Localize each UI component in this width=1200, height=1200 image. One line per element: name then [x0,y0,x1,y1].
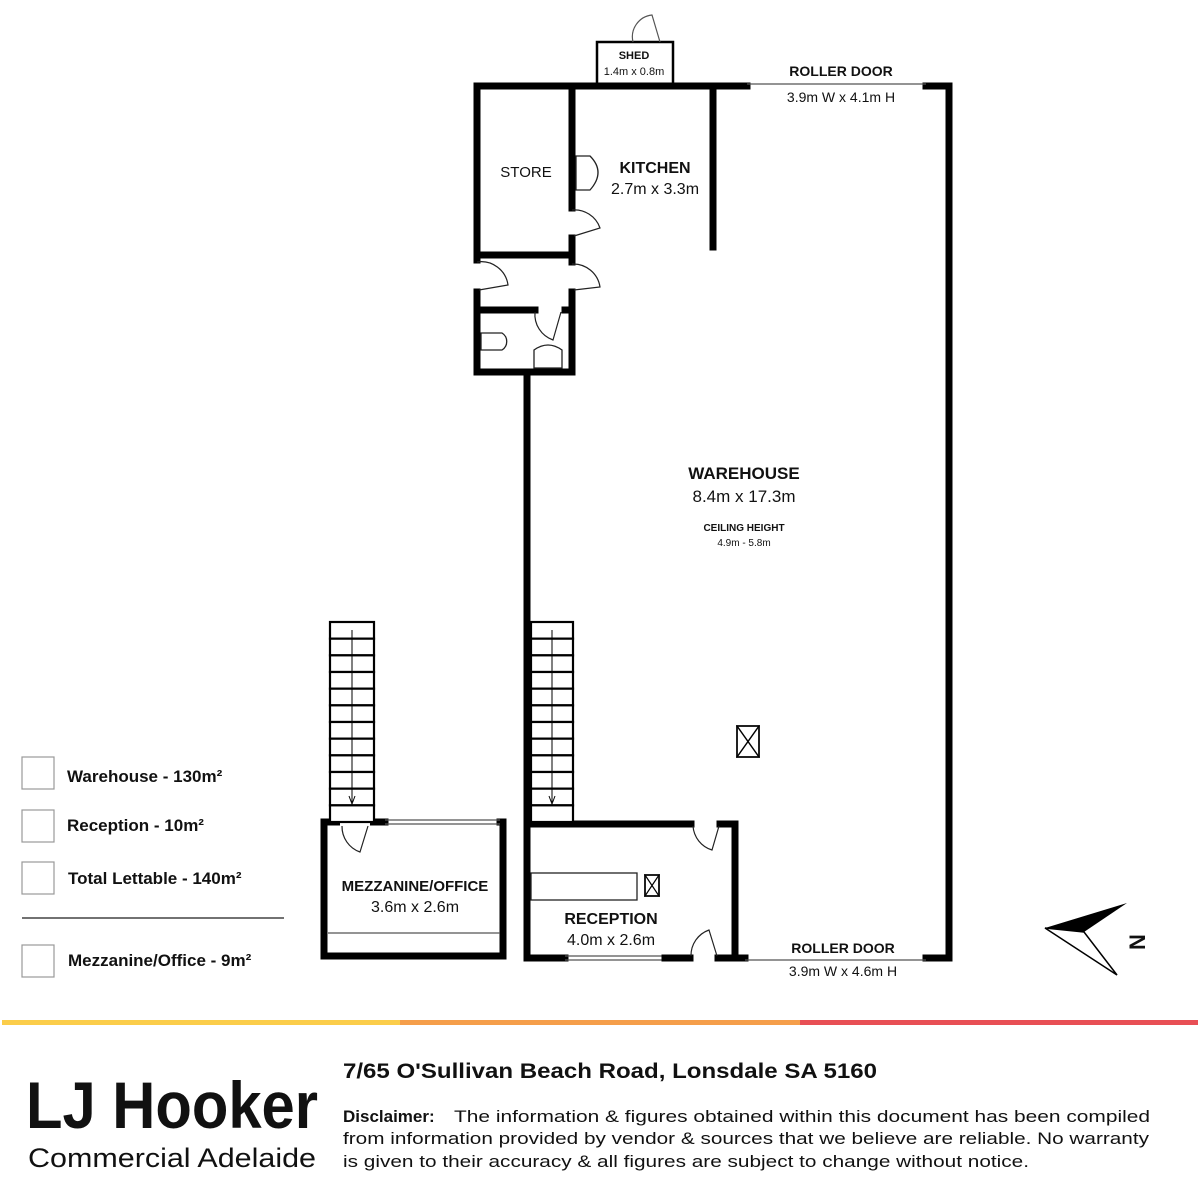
wc-hall-door-icon [476,261,509,291]
disclaimer-line: The information & figures obtained withi… [454,1107,1150,1126]
ceiling-height-value: 4.9m - 5.8m [717,538,770,549]
doors [341,209,720,957]
reception-label: RECEPTION [564,911,657,928]
wc-door-icon [534,311,562,341]
roller-door-top-label: ROLLER DOOR [789,63,892,79]
warehouse-void-icon [736,725,760,758]
stair-direction-arrow-icon [348,630,356,806]
warehouse-label: WAREHOUSE [688,464,799,483]
walls [320,82,953,962]
roller-door-bottom-size: 3.9m W x 4.6m H [789,963,897,979]
reception-counter [530,872,638,901]
legend-total-lettable: Total Lettable - 140m² [68,869,242,888]
reception-void-icon [644,874,660,897]
mezzanine-door-icon [341,825,369,853]
area-legend: Warehouse - 130m² Reception - 10m² Total… [21,756,284,978]
disclaimer-label: Disclaimer: [343,1107,435,1126]
shed-door-icon [631,14,661,43]
store-door-icon [571,209,601,237]
roller-door-bottom-label: ROLLER DOOR [791,940,894,956]
legend-warehouse: Warehouse - 130m² [67,767,223,786]
shed: SHED 1.4m x 0.8m [595,14,675,88]
store-label: STORE [500,164,551,181]
north-label: N [1125,934,1150,950]
basin-icon [533,344,563,369]
shed-label: SHED [619,50,650,62]
kitchen-label: KITCHEN [619,160,690,177]
toilet-icon [480,332,508,351]
roller-door-top-size: 3.9m W x 4.1m H [787,89,895,105]
reception-size: 4.0m x 2.6m [567,932,655,949]
mezzanine-label: MEZZANINE/OFFICE [342,878,489,895]
brand-color-bar [2,1020,1198,1025]
brand-subtitle: Commercial Adelaide [28,1143,316,1173]
shed-size: 1.4m x 0.8m [604,66,665,78]
stair-tread [328,804,376,824]
disclaimer-line: from information provided by vendor & so… [343,1129,1150,1148]
legend-swatch [21,944,55,978]
stairs-mezzanine [328,620,376,824]
legend-swatch [21,756,55,790]
reception-entry-door-icon [690,929,718,957]
legend-mezzanine: Mezzanine/Office - 9m² [68,951,252,970]
stair-tread [529,804,575,824]
hall-door-icon [571,263,601,291]
reception-inner-door-icon [692,825,720,851]
legend-swatch [21,861,55,895]
footer: LJ Hooker Commercial Adelaide 7/65 O'Sul… [26,1060,1150,1173]
kitchen-size: 2.7m x 3.3m [611,181,699,198]
kitchen-sink-icon [575,155,599,191]
legend-swatch [21,809,55,843]
warehouse-size: 8.4m x 17.3m [693,487,796,506]
legend-reception: Reception - 10m² [67,816,204,835]
property-address: 7/65 O'Sullivan Beach Road, Lonsdale SA … [343,1060,877,1083]
brand-logo: LJ Hooker [26,1068,318,1142]
stair-direction-arrow-icon [548,630,556,806]
north-arrow-icon: N [1044,903,1150,976]
ceiling-height-label: CEILING HEIGHT [703,523,784,534]
disclaimer-line: is given to their accuracy & all figures… [343,1152,1029,1171]
mezzanine-size: 3.6m x 2.6m [371,899,459,916]
stairs-reception [529,620,575,824]
fixtures [480,155,760,901]
